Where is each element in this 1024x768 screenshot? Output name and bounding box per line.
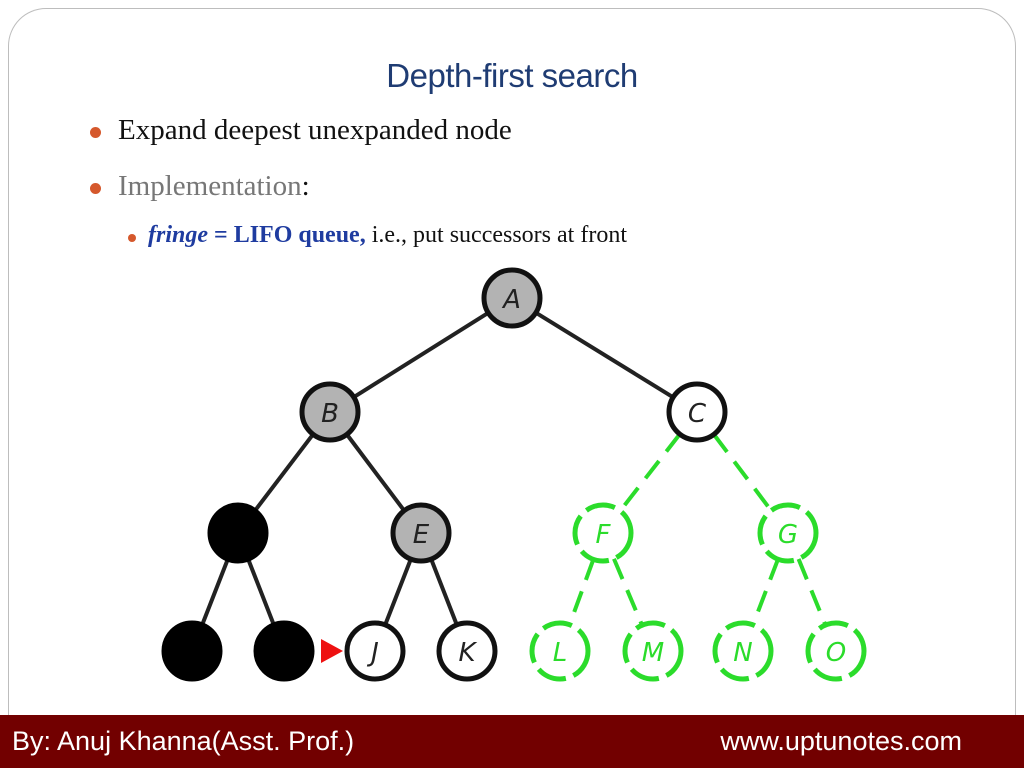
node-h xyxy=(161,620,223,682)
node-a: A xyxy=(481,267,543,329)
node-label: C xyxy=(688,399,707,429)
edge-G-N xyxy=(751,558,780,626)
fringe-term: fringe xyxy=(148,222,208,248)
node-label: E xyxy=(413,520,430,550)
fringe-pointer-icon xyxy=(321,639,343,663)
node-label: N xyxy=(733,638,752,668)
sub-bullet-dot xyxy=(128,234,136,242)
node-label: O xyxy=(826,638,846,668)
bullet-text: Expand deepest unexpanded node xyxy=(118,114,512,146)
edge-C-G xyxy=(712,433,773,512)
edge-F-L xyxy=(567,558,596,626)
node-circle xyxy=(712,620,774,682)
node-circle xyxy=(436,620,498,682)
node-circle xyxy=(253,620,315,682)
node-label: K xyxy=(458,638,477,668)
node-label: G xyxy=(778,520,798,550)
footer-website: www.uptunotes.com xyxy=(720,726,962,756)
implementation-colon: : xyxy=(301,170,310,202)
edge-G-O xyxy=(796,558,828,626)
fringe-value: LIFO queue, xyxy=(233,222,366,248)
bullet-text: Implementation: xyxy=(118,170,310,203)
bullet-dot xyxy=(90,183,101,194)
node-label: L xyxy=(553,638,568,668)
node-label: M xyxy=(642,638,664,668)
node-circle xyxy=(161,620,223,682)
node-circle xyxy=(481,267,543,329)
node-i xyxy=(253,620,315,682)
footer-bar: By: Anuj Khanna(Asst. Prof.) www.uptunot… xyxy=(0,715,1024,768)
fringe-equals: = xyxy=(208,222,234,248)
node-o: O xyxy=(805,620,867,682)
node-circle xyxy=(529,620,591,682)
node-e: E xyxy=(390,502,452,564)
edge-D-H xyxy=(200,558,230,626)
edge-D-I xyxy=(246,558,276,626)
node-circle xyxy=(666,381,728,443)
footer-author: By: Anuj Khanna(Asst. Prof.) xyxy=(12,726,355,756)
edge-B-E xyxy=(345,433,406,512)
node-f: F xyxy=(572,502,634,564)
node-c: C xyxy=(666,381,728,443)
node-d xyxy=(207,502,269,564)
slide-title: Depth-first search xyxy=(386,57,638,94)
node-circle xyxy=(572,502,634,564)
node-label: F xyxy=(596,520,612,550)
edge-C-F xyxy=(618,432,682,513)
node-k: K xyxy=(436,620,498,682)
edge-A-B xyxy=(352,311,490,399)
node-circle xyxy=(390,502,452,564)
edge-F-M xyxy=(612,558,644,626)
node-g: G xyxy=(757,502,819,564)
edge-A-C xyxy=(534,310,675,400)
edge-B-D xyxy=(253,433,315,512)
node-circle xyxy=(622,620,684,682)
edge-E-K xyxy=(429,558,459,626)
node-n: N xyxy=(712,620,774,682)
node-label: A xyxy=(501,285,521,315)
node-label: B xyxy=(321,399,339,429)
node-l: L xyxy=(529,620,591,682)
implementation-label: Implementation xyxy=(118,170,302,202)
sub-bullet-text: fringe = LIFO queue, i.e., put successor… xyxy=(148,222,627,249)
node-m: M xyxy=(622,620,684,682)
node-circle xyxy=(757,502,819,564)
bullet-dot xyxy=(90,127,101,138)
node-b: B xyxy=(299,381,361,443)
node-circle xyxy=(344,620,406,682)
node-circle xyxy=(299,381,361,443)
dfs-tree-diagram: A B C E F G J K L M N O xyxy=(161,267,867,682)
edge-E-J xyxy=(383,558,413,626)
node-j: J xyxy=(344,620,406,682)
node-circle xyxy=(207,502,269,564)
node-circle xyxy=(805,620,867,682)
fringe-description: i.e., put successors at front xyxy=(365,222,627,248)
